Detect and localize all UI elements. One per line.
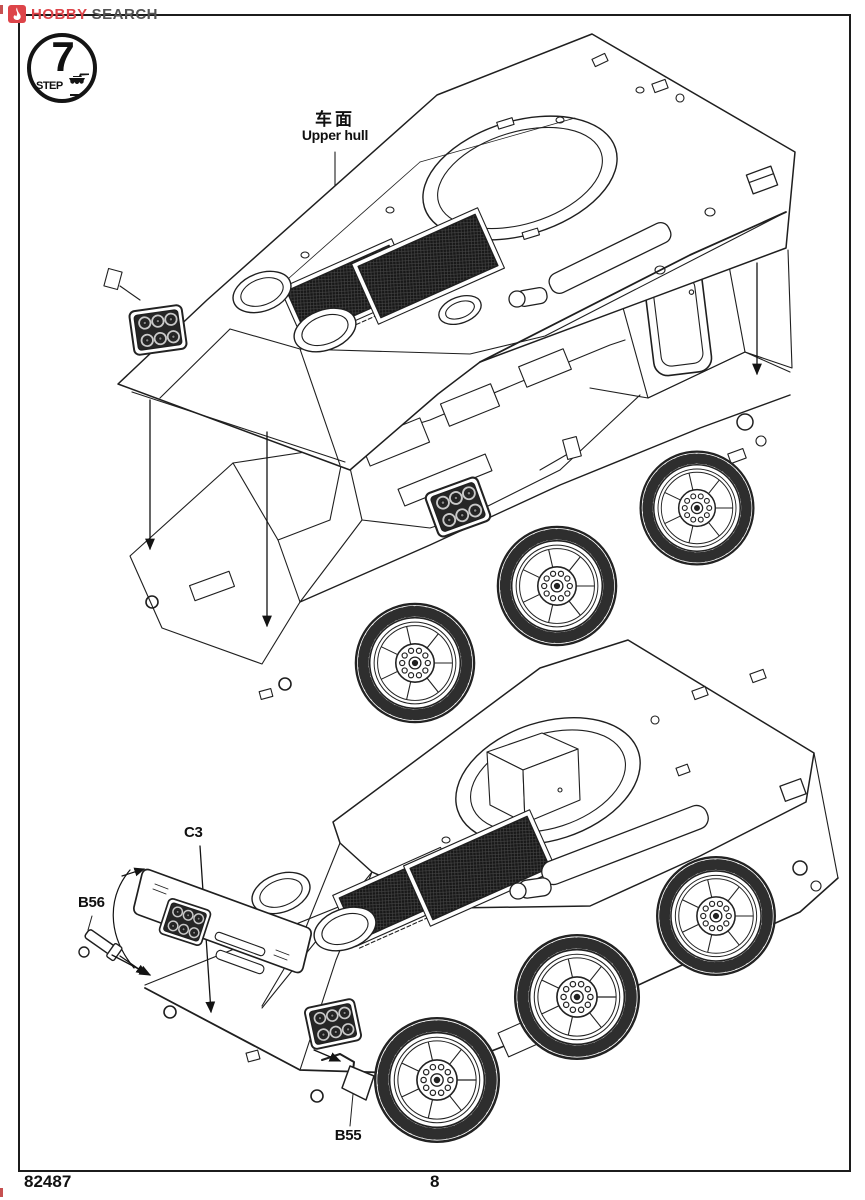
wheel bbox=[641, 452, 754, 565]
wheel bbox=[498, 527, 616, 645]
vision-port bbox=[779, 778, 807, 802]
turret-ring-hatch bbox=[422, 115, 618, 241]
wheel bbox=[356, 604, 474, 722]
b55-part bbox=[313, 1049, 375, 1127]
assembled-view-drawing bbox=[78, 639, 839, 1142]
vision-port bbox=[745, 165, 779, 195]
part-label-b55: B55 bbox=[334, 1127, 362, 1144]
engine-grille bbox=[402, 809, 558, 927]
part-label-c3: C3 bbox=[184, 824, 203, 841]
upper-hull-label-cn: 车面 bbox=[315, 110, 355, 129]
exhaust-pipe bbox=[509, 804, 709, 900]
mirror bbox=[562, 435, 582, 461]
crew-hatch bbox=[232, 270, 292, 314]
page-number: 8 bbox=[430, 1172, 440, 1191]
crew-hatch bbox=[293, 307, 357, 353]
step-number: 7 bbox=[51, 33, 74, 80]
part-label-b56: B56 bbox=[78, 894, 105, 911]
headlight-cluster bbox=[303, 997, 363, 1051]
b55-leader-line bbox=[349, 1093, 354, 1127]
flame-icon bbox=[8, 5, 26, 23]
exploded-view-drawing bbox=[103, 33, 796, 722]
exhaust-pipe bbox=[508, 222, 672, 308]
step-badge: 7 STEP bbox=[27, 33, 97, 103]
headlight-cluster bbox=[127, 303, 189, 357]
mirror bbox=[103, 267, 123, 291]
scan-artifact bbox=[0, 1188, 3, 1197]
kit-number: 82487 bbox=[24, 1172, 72, 1191]
hobbysearch-watermark[interactable]: HOBBY SEARCH bbox=[8, 3, 158, 25]
step-label: STEP bbox=[36, 80, 63, 92]
brand-secondary-text: SEARCH bbox=[91, 5, 159, 23]
upper-hull-illustration bbox=[103, 33, 796, 540]
turret-ring-opening bbox=[455, 716, 641, 846]
engine-grille bbox=[350, 207, 506, 325]
badge-underline bbox=[70, 93, 81, 96]
tank-icon bbox=[66, 72, 90, 90]
crew-hatch bbox=[251, 871, 311, 915]
page-border-frame bbox=[18, 14, 851, 1172]
wheel bbox=[375, 1018, 499, 1142]
crew-hatch bbox=[313, 906, 377, 952]
assembly-arrows bbox=[145, 262, 762, 628]
skirt-slot bbox=[215, 949, 265, 975]
wheel bbox=[657, 857, 775, 975]
wheel bbox=[515, 935, 639, 1059]
scan-artifact bbox=[0, 5, 3, 14]
brand-primary-text: HOBBY bbox=[31, 5, 88, 23]
small-hatch bbox=[438, 295, 482, 325]
b56-part bbox=[78, 915, 152, 976]
upper-hull-label-en: Upper hull bbox=[301, 127, 369, 143]
